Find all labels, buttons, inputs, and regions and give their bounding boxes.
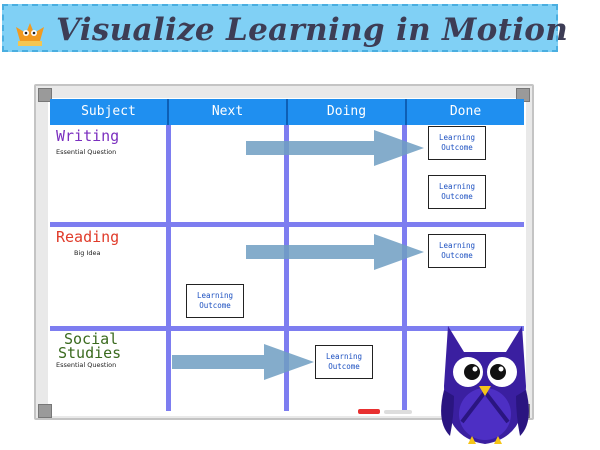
frame-corner	[38, 404, 52, 418]
title-banner: Visualize Learning in Motion	[2, 4, 568, 52]
grid-line-horizontal	[50, 222, 524, 227]
column-header-row: Subject Next Doing Done	[50, 99, 524, 125]
owl-mascot-icon	[441, 326, 529, 444]
row-note-writing: Essential Question	[56, 148, 117, 156]
progress-arrow	[246, 234, 424, 270]
frame-corner	[38, 88, 52, 102]
card-line: Outcome	[441, 192, 473, 201]
card-line: Outcome	[328, 362, 360, 371]
progress-arrow	[246, 130, 424, 166]
learning-outcome-card[interactable]: Learning Outcome	[186, 284, 244, 318]
grid-line-vertical	[284, 125, 289, 411]
card-line: Learning	[325, 352, 363, 361]
learning-outcome-card[interactable]: Learning Outcome	[428, 175, 486, 209]
row-label-line: Social	[64, 330, 119, 348]
grid-line-horizontal	[50, 326, 524, 331]
card-line: Outcome	[441, 143, 473, 152]
page-title: Visualize Learning in Motion	[56, 12, 569, 48]
card-line: Outcome	[441, 251, 473, 260]
learning-outcome-card[interactable]: Learning Outcome	[428, 126, 486, 160]
learning-outcome-card[interactable]: Learning Outcome	[315, 345, 373, 379]
row-label-social-studies: Social Studies	[58, 330, 121, 361]
learning-outcome-card[interactable]: Learning Outcome	[428, 234, 486, 268]
column-header-doing: Doing	[288, 99, 407, 125]
row-note-social-studies: Essential Question	[56, 361, 117, 369]
owl-logo-icon	[16, 23, 44, 46]
card-line: Learning	[438, 182, 476, 191]
row-note-reading: Big Idea	[74, 249, 101, 257]
column-header-done: Done	[449, 104, 482, 119]
red-marker	[358, 409, 380, 414]
card-line: Learning	[196, 291, 234, 300]
card-line: Learning	[438, 241, 476, 250]
row-label-reading: Reading	[56, 228, 120, 246]
grid-line-vertical	[402, 125, 407, 411]
row-label-writing: Writing	[56, 127, 120, 145]
card-line: Outcome	[199, 301, 231, 310]
progress-arrow	[172, 344, 314, 380]
card-line: Learning	[438, 133, 476, 142]
column-header-next: Next	[169, 99, 288, 125]
white-marker	[384, 410, 412, 414]
column-header-subject: Subject	[50, 99, 169, 125]
grid-line-vertical	[166, 125, 171, 411]
row-label-line: Studies	[58, 344, 122, 362]
